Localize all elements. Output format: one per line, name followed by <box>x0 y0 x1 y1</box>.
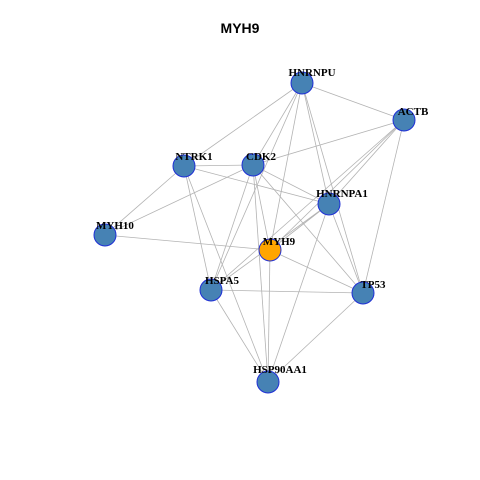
edge-hnrnpu-hspa5 <box>210 82 303 291</box>
edge-cdk2-myh10 <box>104 164 254 236</box>
graph-title: MYH9 <box>220 20 260 36</box>
edge-cdk2-hspa5 <box>210 164 254 291</box>
edge-myh9-tp53 <box>269 249 364 294</box>
edge-hnrnpu-ntrk1 <box>183 82 303 167</box>
node-myh9[interactable] <box>258 238 282 262</box>
node-label-hspa5: HSPA5 <box>205 275 240 287</box>
node-hnrnpu[interactable] <box>290 71 314 95</box>
edge-myh10-myh9 <box>104 234 271 251</box>
edge-hnrnpu-myh9 <box>269 82 303 251</box>
edge-ntrk1-hspa5 <box>183 165 212 291</box>
edge-hnrnpu-cdk2 <box>252 82 303 166</box>
edge-hspa5-hsp90aa1 <box>210 289 269 383</box>
edge-hnrnpu-tp53 <box>301 82 364 294</box>
node-label-myh9: MYH9 <box>263 236 296 248</box>
node-label-hsp90aa1: HSP90AA1 <box>253 364 307 376</box>
edge-myh9-hsp90aa1 <box>267 249 271 383</box>
edge-actb-hspa5 <box>210 119 405 291</box>
node-label-tp53: TP53 <box>360 279 386 291</box>
node-cdk2[interactable] <box>241 153 265 177</box>
edge-hnrnpa1-myh9 <box>269 203 330 251</box>
edge-actb-cdk2 <box>252 119 405 166</box>
node-actb[interactable] <box>392 108 416 132</box>
edge-tp53-hsp90aa1 <box>267 292 364 383</box>
edge-cdk2-myh9 <box>252 164 271 251</box>
edge-ntrk1-cdk2 <box>183 164 254 167</box>
edge-ntrk1-myh10 <box>104 165 185 236</box>
edge-ntrk1-hsp90aa1 <box>183 165 269 383</box>
edges-layer <box>104 82 405 383</box>
node-label-hnrnpu: HNRNPU <box>288 67 335 79</box>
node-ntrk1[interactable] <box>172 154 196 178</box>
edge-hnrnpu-hnrnpa1 <box>301 82 330 205</box>
edge-actb-myh9 <box>269 119 405 251</box>
edge-hnrnpa1-hsp90aa1 <box>267 203 330 383</box>
edge-hnrnpu-actb <box>301 82 405 121</box>
edge-cdk2-hnrnpa1 <box>252 164 330 205</box>
node-tp53[interactable] <box>351 281 375 305</box>
node-label-cdk2: CDK2 <box>246 151 276 163</box>
edge-hnrnpa1-tp53 <box>328 203 364 294</box>
edge-cdk2-hsp90aa1 <box>252 164 269 383</box>
node-hnrnpa1[interactable] <box>317 192 341 216</box>
node-label-ntrk1: NTRK1 <box>175 151 212 163</box>
edge-hspa5-tp53 <box>210 289 364 294</box>
node-label-myh10: MYH10 <box>96 220 134 232</box>
edge-ntrk1-hnrnpa1 <box>183 165 330 205</box>
nodes-layer <box>93 71 416 394</box>
edge-cdk2-tp53 <box>252 164 364 294</box>
node-label-actb: ACTB <box>398 106 429 118</box>
labels-layer: HNRNPU ACTB NTRK1 CDK2HNRNPA1MYH10MYH9HSPA5… <box>96 67 429 376</box>
node-hsp90aa1[interactable] <box>256 370 280 394</box>
node-myh10[interactable] <box>93 223 117 247</box>
node-label-hnrnpa1: HNRNPA1 <box>316 188 368 200</box>
edge-actb-hnrnpa1 <box>328 119 405 205</box>
node-hspa5[interactable] <box>199 278 223 302</box>
edge-actb-tp53 <box>362 119 405 294</box>
